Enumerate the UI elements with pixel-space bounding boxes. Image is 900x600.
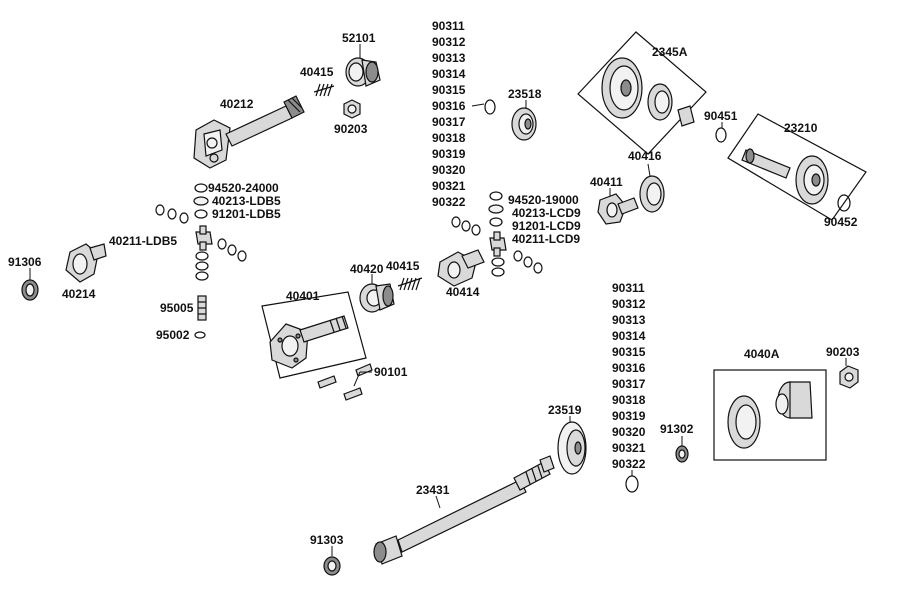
label-40415-top: 40415 xyxy=(300,65,334,79)
part-40415-spring-mid xyxy=(397,277,423,291)
label-23210: 23210 xyxy=(784,121,818,135)
label-90319-a: 90319 xyxy=(432,147,466,161)
label-40420: 40420 xyxy=(350,262,384,276)
label-91303: 91303 xyxy=(310,533,344,547)
part-40414-yoke xyxy=(437,249,485,287)
frame-4040A xyxy=(713,369,827,461)
label-91302: 91302 xyxy=(660,422,694,436)
shim-list-a: 90311 90312 90313 90314 90315 90316 9031… xyxy=(432,19,466,209)
label-4040A: 4040A xyxy=(744,347,780,361)
label-90318-a: 90318 xyxy=(432,131,466,145)
label-90101: 90101 xyxy=(374,365,408,379)
label-95005: 95005 xyxy=(160,301,194,315)
part-91306-seal xyxy=(21,279,39,301)
ujoint-left-rings xyxy=(155,183,247,281)
part-4040A-bearing-seal xyxy=(727,381,813,449)
part-40420-bearing xyxy=(359,283,395,313)
label-90452: 90452 xyxy=(824,215,858,229)
label-40415-mid: 40415 xyxy=(386,259,420,273)
part-40401-flange-shaft xyxy=(269,315,349,369)
part-90203-nut-right xyxy=(839,365,859,389)
label-40212: 40212 xyxy=(220,97,254,111)
label-40211-LDB5: 40211-LDB5 xyxy=(109,234,177,248)
part-95002-washer xyxy=(194,331,206,339)
label-90317-a: 90317 xyxy=(432,115,466,129)
part-91303-seal xyxy=(323,556,341,576)
frame-2345A xyxy=(577,31,707,155)
label-23431: 23431 xyxy=(416,483,450,497)
label-40214: 40214 xyxy=(62,287,96,301)
part-40211-LCD9-cross xyxy=(489,231,507,257)
label-90316-a: 90316 xyxy=(432,99,466,113)
frame-23210 xyxy=(727,113,867,221)
label-90313-b: 90313 xyxy=(612,313,646,327)
label-90322-a: 90322 xyxy=(432,195,466,209)
label-40414: 40414 xyxy=(446,285,480,299)
label-40211-LCD9: 40211-LCD9 xyxy=(512,232,580,246)
label-94520-19000: 94520-19000 xyxy=(508,193,579,207)
label-40213-LDB5: 40213-LDB5 xyxy=(212,194,281,208)
label-90203-top: 90203 xyxy=(334,122,368,136)
part-shim-b xyxy=(625,475,639,493)
label-90312-a: 90312 xyxy=(432,35,466,49)
label-95002: 95002 xyxy=(156,328,190,342)
label-23518: 23518 xyxy=(508,87,542,101)
label-91201-LCD9: 91201-LCD9 xyxy=(512,219,581,233)
label-90311-a: 90311 xyxy=(432,19,465,33)
label-40401: 40401 xyxy=(286,289,320,303)
label-40213-LCD9: 40213-LCD9 xyxy=(512,206,581,220)
part-40411-yoke xyxy=(597,193,639,225)
label-90312-b: 90312 xyxy=(612,297,646,311)
part-40416-gear xyxy=(639,175,665,213)
label-90451: 90451 xyxy=(704,109,738,123)
part-91302-seal xyxy=(675,445,689,463)
part-40214-yoke xyxy=(65,243,107,283)
label-90321-a: 90321 xyxy=(432,179,466,193)
label-94520-24000: 94520-24000 xyxy=(208,181,279,195)
label-91201-LDB5: 91201-LDB5 xyxy=(212,207,281,221)
label-90322-b: 90322 xyxy=(612,457,646,471)
part-2345A-gears xyxy=(601,57,695,127)
label-52101: 52101 xyxy=(342,31,376,45)
label-90313-a: 90313 xyxy=(432,51,466,65)
label-90320-b: 90320 xyxy=(612,425,646,439)
part-23519-gear xyxy=(557,421,587,475)
part-90203-nut-top xyxy=(343,99,361,119)
part-40212-driveshaft xyxy=(193,95,305,169)
part-90101-bolts xyxy=(317,363,373,401)
label-40416: 40416 xyxy=(628,149,662,163)
label-2345A: 2345A xyxy=(652,45,688,59)
label-90315-b: 90315 xyxy=(612,345,646,359)
part-23431-axle-shaft xyxy=(373,455,555,565)
part-40415-spring-top xyxy=(313,83,335,97)
label-90318-b: 90318 xyxy=(612,393,646,407)
label-90203-right: 90203 xyxy=(826,345,860,359)
label-40411: 40411 xyxy=(590,175,623,189)
label-90315-a: 90315 xyxy=(432,83,466,97)
shim-list-b: 90311 90312 90313 90314 90315 90316 9031… xyxy=(612,281,646,471)
label-90320-a: 90320 xyxy=(432,163,466,177)
part-23518-gear xyxy=(511,107,537,141)
ujoint-right-rings xyxy=(451,191,543,277)
label-91306: 91306 xyxy=(8,255,42,269)
label-90314-a: 90314 xyxy=(432,67,466,81)
part-40211-LDB5-cross xyxy=(195,225,213,251)
part-95005-fitting xyxy=(197,295,207,321)
label-90317-b: 90317 xyxy=(612,377,646,391)
part-23210-gear-shaft xyxy=(741,148,829,205)
label-90311-b: 90311 xyxy=(612,281,645,295)
label-90319-b: 90319 xyxy=(612,409,646,423)
label-23519: 23519 xyxy=(548,403,582,417)
part-shim-a xyxy=(484,99,496,115)
label-90316-b: 90316 xyxy=(612,361,646,375)
label-90321-b: 90321 xyxy=(612,441,646,455)
part-90451-shim xyxy=(715,127,727,143)
label-90314-b: 90314 xyxy=(612,329,646,343)
part-52101-boot xyxy=(345,57,381,87)
part-90452-shim xyxy=(837,194,851,212)
